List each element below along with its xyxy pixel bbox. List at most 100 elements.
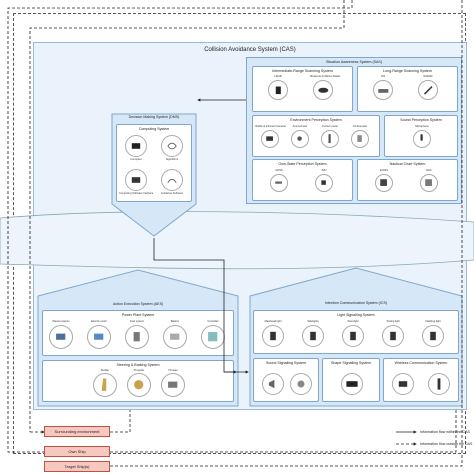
wireless-box: Wireless Communication System (383, 358, 459, 402)
steering-label-2: Thruster (168, 369, 178, 372)
lss-label-1: Sidelights (307, 320, 319, 323)
dms-title: Decision Making System (DMS) (128, 115, 180, 119)
imrs-title: Intermediate-Range Scanning System (272, 69, 333, 73)
masthead-light-icon (262, 325, 284, 347)
steering-label-0: Rudder (100, 369, 110, 372)
ais-icon (373, 80, 393, 100)
ics-title-wrap: Intention Communication System (ICS) (248, 301, 464, 305)
osps-box: Own-State Perception System GNSS IMU (252, 159, 353, 201)
dms-title-wrap: Decision Making System (DMS) (110, 115, 198, 119)
eps-label-2: Current meter (322, 125, 338, 128)
imu-icon (315, 174, 333, 192)
output-own-ship: Own Ship (44, 446, 110, 457)
display-icon (341, 373, 363, 395)
microphone-icon (413, 130, 431, 148)
osps-label-1: IMU (321, 169, 327, 172)
ncs-label-1: ENC (426, 169, 432, 172)
sound-signal-title: Sound Signalling System (266, 361, 306, 365)
towing-light-icon (382, 325, 404, 347)
legend-inside: Information flow within the CAS (420, 430, 470, 434)
computing-label-0: Computer (130, 158, 142, 161)
algorithm-icon (161, 135, 183, 157)
cas-title: Collision Avoidance System (CAS) (204, 47, 296, 53)
steering-label-1: Propeller (133, 369, 145, 372)
lrs-label-1: RADAR (423, 75, 433, 78)
computing-title: Computing System (138, 127, 170, 131)
osps-label-0: GNSS (275, 169, 283, 172)
steering-box: Steering & Braking System Rudder Propell… (42, 360, 234, 402)
lrs-label-0: AIS (380, 75, 386, 78)
pps-label-1: Electric motor (91, 320, 107, 323)
sas-title: Situation Awareness System (SAS) (325, 60, 383, 64)
imrs-box: Intermediate-Range Scanning System LiDAR… (252, 66, 353, 112)
pps-label-3: Battery (170, 320, 180, 323)
fuel-system-icon (125, 325, 149, 349)
output-surrounding: Surrounding environment (44, 426, 110, 437)
lss-label-3: Towing light (386, 320, 400, 323)
radio-icon (392, 373, 414, 395)
ombrometer-icon (351, 130, 369, 148)
enc-icon (420, 174, 438, 192)
sound-signal-box: Sound Signalling System (253, 358, 319, 402)
shape-signal-box: Shape Signalling System (322, 358, 380, 402)
lss-box: Light Signalling System Masthead light S… (253, 310, 459, 354)
lss-title: Light Signalling System (337, 313, 375, 317)
camera-icon (261, 130, 279, 148)
pps-title: Power Plant System (121, 313, 155, 317)
radar-dome-icon (313, 80, 333, 100)
sas-panel: Situation Awareness System (SAS) Interme… (246, 57, 462, 204)
ncs-title: Nautical Chart System (389, 162, 426, 166)
output-target-ship: Target Ship(s) (44, 461, 110, 472)
computing-label-3: Guidance Software (160, 192, 184, 195)
shape-signal-title: Shape Signalling System (331, 361, 371, 365)
current-meter-icon (321, 130, 339, 148)
wireless-title: Wireless Communication System (394, 361, 448, 365)
battery-icon (163, 325, 187, 349)
lidar-icon (268, 80, 288, 100)
sidelight-icon (302, 325, 324, 347)
eps-label-1: Anemometer (292, 125, 308, 128)
imrs-label-0: LiDAR (274, 75, 282, 78)
flashing-light-icon (422, 325, 444, 347)
lrs-title: Long-Range Scanning System (383, 69, 432, 73)
anemometer-icon (291, 130, 309, 148)
aes-title-wrap: Action Execution System (AES) (36, 302, 240, 306)
lss-label-0: Masthead light (264, 320, 282, 323)
computing-box: Computing System Computer Algorithms Com… (116, 124, 192, 202)
osps-title: Own-State Perception System (278, 162, 327, 166)
pps-box: Power Plant System Diesel engines Electr… (42, 310, 234, 356)
ecdis-icon (375, 174, 393, 192)
ncs-label-0: ECDIS (380, 169, 388, 172)
diesel-engine-icon (49, 325, 73, 349)
computing-label-1: Algorithms (165, 158, 179, 161)
lss-label-2: Sternlight (347, 320, 359, 323)
controller-icon (201, 325, 225, 349)
guidance-icon (161, 169, 183, 191)
propeller-icon (127, 373, 151, 397)
electric-motor-icon (87, 325, 111, 349)
lrs-box: Long-Range Scanning System AIS RADAR (357, 66, 458, 112)
eps-label-0: Visible & Infrared Cameras (255, 125, 286, 128)
computer-icon (125, 135, 147, 157)
gnss-icon (270, 174, 288, 192)
sps-title: Sound Perception System (400, 118, 442, 122)
vhf-icon (428, 373, 450, 395)
eps-box: Environment Perception System Visible & … (252, 115, 380, 157)
software-interface-icon (125, 169, 147, 191)
thruster-icon (161, 373, 185, 397)
eps-label-3: Ombrometer (352, 125, 368, 128)
steering-title: Steering & Braking System (116, 363, 160, 367)
computing-label-2: Computing Software Interface (119, 192, 154, 195)
ncs-box: Nautical Chart System ECDIS ENC (357, 159, 458, 201)
sps-label-0: Microphone (415, 125, 429, 128)
lss-label-4: Flashing light (425, 320, 441, 323)
pps-label-4: Controller (207, 320, 219, 323)
ics-title: Intention Communication System (ICS) (324, 301, 388, 305)
pps-label-0: Diesel engines (52, 320, 70, 323)
pps-label-2: Fuel system (130, 320, 144, 323)
radar-antenna-icon (418, 80, 438, 100)
horn-icon (262, 373, 284, 395)
imrs-label-1: Ultrasonic & Marine Radar (309, 75, 341, 78)
sternlight-icon (342, 325, 364, 347)
